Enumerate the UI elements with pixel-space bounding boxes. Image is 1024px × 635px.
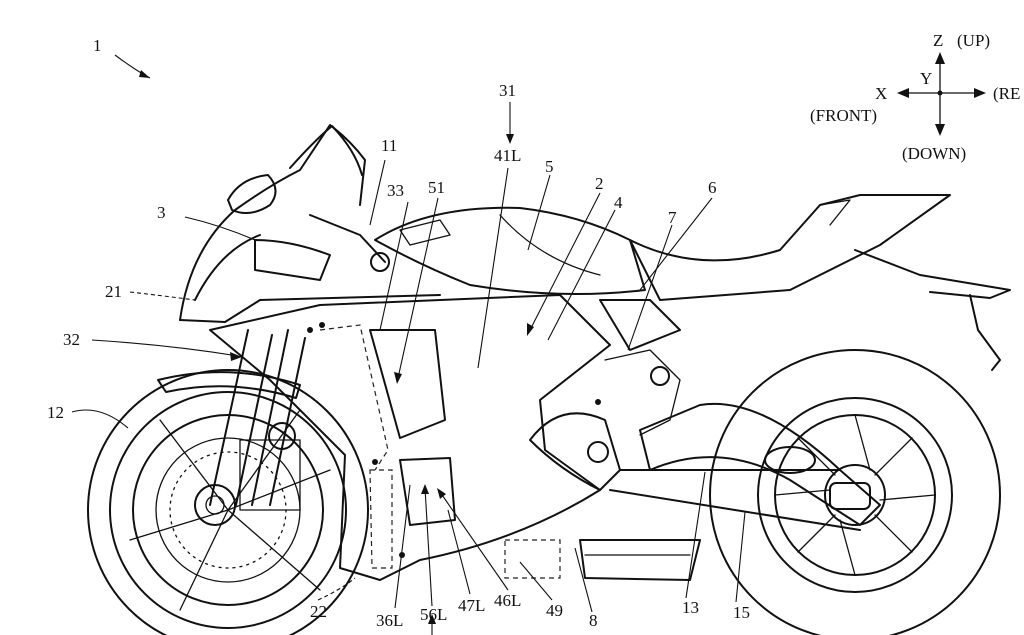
ref-56L: 56L — [420, 605, 447, 624]
rear-axle-block — [829, 482, 871, 510]
ref-12: 12 — [47, 403, 64, 422]
ref-22: 22 — [310, 602, 327, 621]
front-wheel — [87, 369, 369, 635]
ref-3: 3 — [157, 203, 166, 222]
seat — [629, 194, 951, 301]
ref-7: 7 — [668, 208, 677, 227]
axis-x-front: (FRONT) — [810, 106, 877, 125]
tail-and-license — [854, 249, 1011, 371]
chain-adjuster — [764, 446, 816, 474]
engine-and-frame — [504, 299, 701, 581]
ref-33: 33 — [387, 181, 404, 200]
ref-15: 15 — [733, 603, 750, 622]
axis-z-label: Z — [933, 31, 943, 50]
ref-11: 11 — [381, 136, 397, 155]
ref-46L: 46L — [494, 591, 521, 610]
front-fork — [209, 329, 306, 511]
axis-y-label: Y — [920, 69, 932, 88]
ref-8: 8 — [589, 611, 598, 630]
ref-4: 4 — [614, 193, 623, 212]
ref-32: 32 — [63, 330, 80, 349]
ref-36L: 36L — [376, 611, 403, 630]
ref-51: 51 — [428, 178, 445, 197]
ref-47L: 47L — [458, 596, 485, 615]
ref-figure-number: 1 — [93, 36, 102, 55]
ref-6: 6 — [708, 178, 717, 197]
handlebar — [254, 214, 390, 281]
swingarm — [639, 402, 881, 526]
axis-indicator — [897, 52, 986, 136]
ref-5: 5 — [545, 157, 554, 176]
axis-x-rear: (RE — [993, 84, 1020, 103]
front-cowl — [179, 124, 441, 323]
ref-2: 2 — [595, 174, 604, 193]
leader-lines — [71, 54, 746, 635]
front-fender — [157, 371, 301, 399]
ref-31: 31 — [499, 81, 516, 100]
ref-49: 49 — [546, 601, 563, 620]
axis-z-direction: (UP) — [957, 31, 990, 50]
fuel-tank — [374, 206, 646, 295]
axis-x-label: X — [875, 84, 887, 103]
rear-wheel — [709, 349, 1001, 635]
ref-21: 21 — [105, 282, 122, 301]
ref-41L: 41L — [494, 146, 521, 165]
ref-13: 13 — [682, 598, 699, 617]
axis-down: (DOWN) — [902, 144, 966, 163]
